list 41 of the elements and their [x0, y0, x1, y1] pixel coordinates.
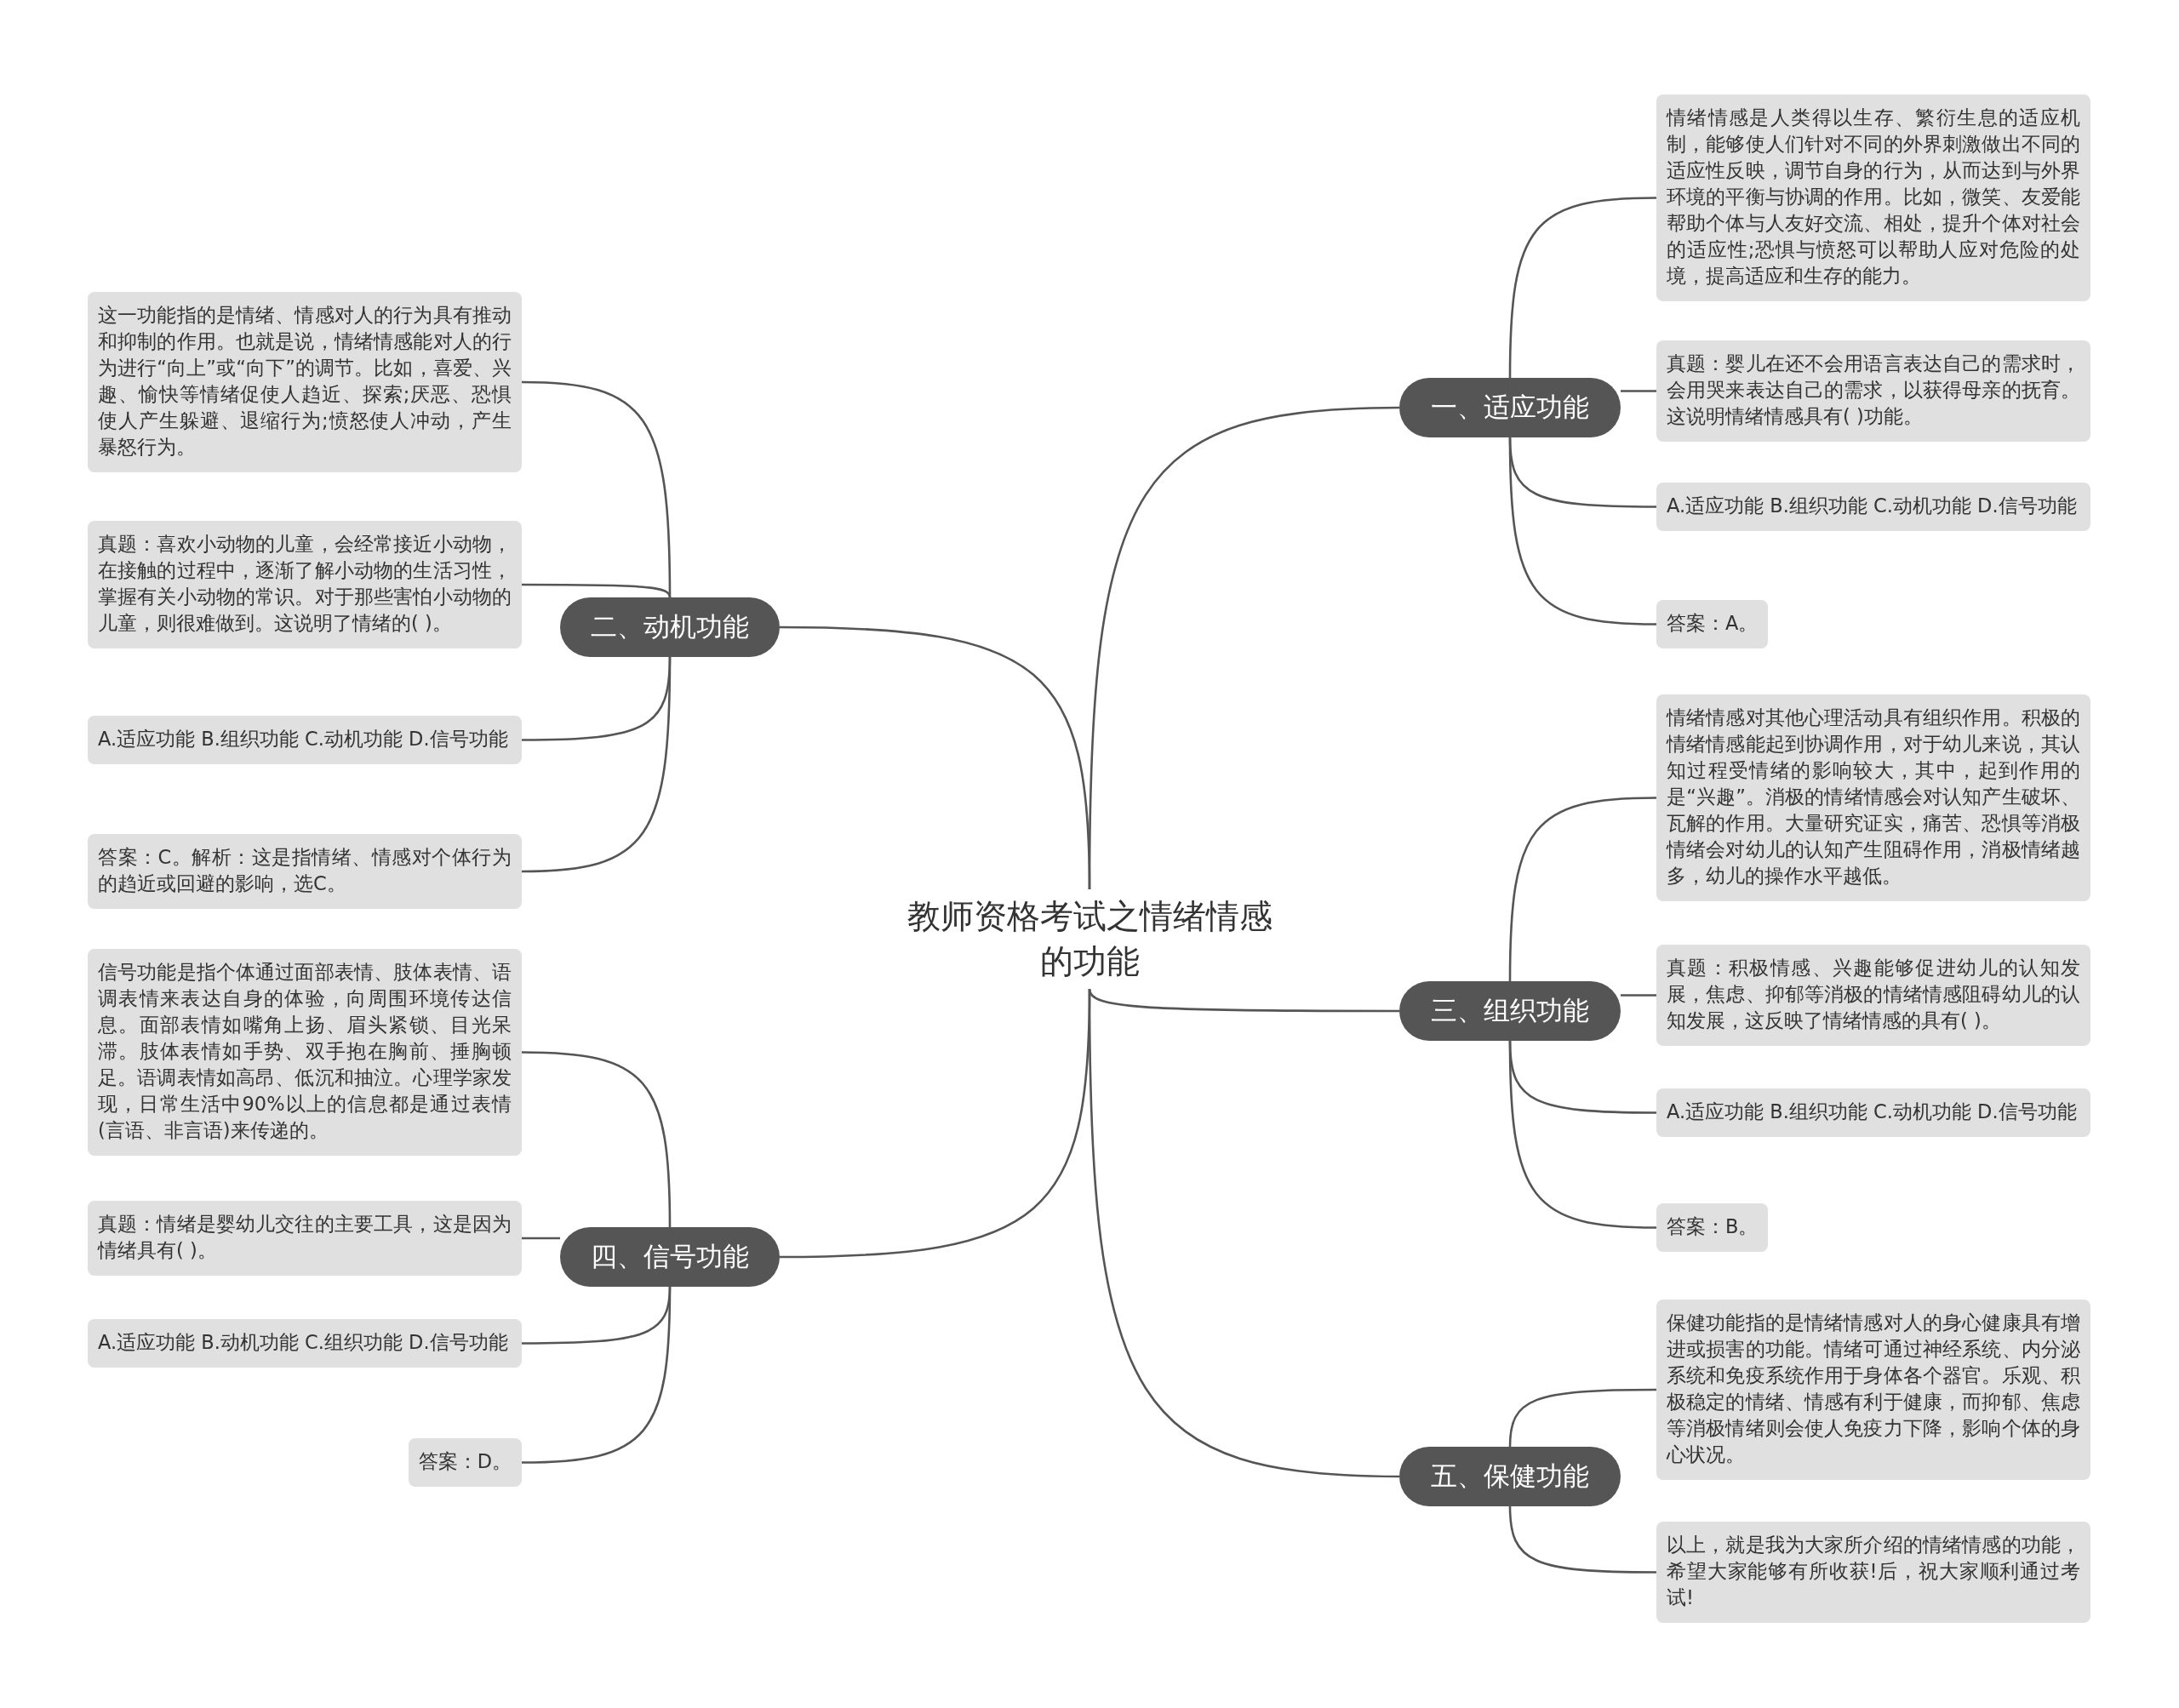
- connector-line: [1508, 1388, 1656, 1448]
- branch-topic: 四、信号功能: [560, 1227, 780, 1287]
- branch-topic: 二、动机功能: [560, 597, 780, 657]
- note-card: 保健功能指的是情绪情感对人的身心健康具有增进或损害的功能。情绪可通过神经系统、内分泌系统和免疫系统作用于身体各个器官。乐观、积极稳定的情绪、情感有利于健康，而抑郁、焦虑等消极情绪则会使人免疫力下降，影响个体的身心状况。: [1656, 1300, 2090, 1480]
- connector-line: [522, 583, 672, 598]
- note-card: 以上，就是我为大家所介绍的情绪情感的功能，希望大家能够有所收获!后，祝大家顺利通过考试!: [1656, 1522, 2090, 1623]
- note-card: 真题：喜欢小动物的儿童，会经常接近小动物，在接触的过程中，逐渐了解小动物的生活习性，掌握有关小动物的常识。对于那些害怕小动物的儿童，则很难做到。这说明了情绪的( )。: [88, 521, 522, 648]
- note-card: 答案：A。: [1656, 600, 1769, 648]
- note-card: A.适应功能 B.动机功能 C.组织功能 D.信号功能: [88, 1319, 522, 1368]
- branch-topic: 一、适应功能: [1399, 378, 1621, 437]
- note-card: 真题：婴儿在还不会用语言表达自己的需求时，会用哭来表达自己的需求，以获得母亲的抚育。这说明情绪情感具有( )功能。: [1656, 340, 2090, 442]
- connector-line: [1508, 797, 1657, 981]
- connector-line: [521, 1051, 672, 1227]
- connector-line: [1621, 994, 1656, 997]
- note-card: A.适应功能 B.组织功能 C.动机功能 D.信号功能: [1656, 483, 2090, 531]
- note-card: 真题：情绪是婴幼儿交往的主要工具，这是因为情绪具有( )。: [88, 1201, 522, 1276]
- branch-topic: 五、保健功能: [1399, 1447, 1621, 1506]
- connector-line: [1088, 989, 1400, 1478]
- note-card: A.适应功能 B.组织功能 C.动机功能 D.信号功能: [88, 716, 522, 764]
- central-topic: 教师资格考试之情绪情感的功能: [889, 889, 1290, 990]
- note-card: 情绪情感是人类得以生存、繁衍生息的适应机制，能够使人们针对不同的外界刺激做出不同的适应性反映，调节自身的行为，从而达到与外界环境的平衡与协调的作用。比如，微笑、友爱能帮助个体与人友好交流、相处，提升个体对社会的适应性;恐惧与愤怒可以帮助人应对危险的处境，提高适应和生存的能力。: [1656, 94, 2090, 301]
- connector-line: [522, 1237, 560, 1240]
- connector-line: [1508, 1041, 1657, 1229]
- note-card: 情绪情感对其他心理活动具有组织作用。积极的情绪情感能起到协调作用，对于幼儿来说，其认知过程受情绪的影响较大，其中，起到作用的是“兴趣”。消极的情绪情感会对认知产生破坏、瓦解的作用。大量研究证实，痛苦、恐惧等消极情绪会对幼儿的认知产生阻碍作用，消极情绪越多，幼儿的操作水平越低。: [1656, 694, 2090, 901]
- note-card: 答案：D。: [408, 1438, 522, 1487]
- connector-line: [1508, 437, 1657, 626]
- note-card: A.适应功能 B.组织功能 C.动机功能 D.信号功能: [1656, 1088, 2090, 1137]
- connector-line: [1088, 988, 1399, 1013]
- connector-line: [521, 657, 672, 873]
- connector-line: [1508, 1505, 1656, 1574]
- note-card: 答案：B。: [1656, 1203, 1769, 1252]
- connector-line: [521, 1287, 672, 1464]
- note-card: 真题：积极情感、兴趣能够促进幼儿的认知发展，焦虑、抑郁等消极的情绪情感阻碍幼儿的认知发展，这反映了情绪情感的具有( )。: [1656, 945, 2090, 1046]
- connector-line: [1508, 197, 1657, 378]
- note-card: 这一功能指的是情绪、情感对人的行为具有推动和抑制的作用。也就是说，情绪情感能对人的行为进行“向上”或“向下”的调节。比如，喜爱、兴趣、愉快等情绪促使人趋近、探索;厌恶、恐惧使人产生躲避、退缩行为;愤怒使人冲动，产生暴怒行为。: [88, 292, 522, 472]
- branch-topic: 三、组织功能: [1399, 981, 1621, 1041]
- connector-line: [521, 380, 672, 597]
- note-card: 信号功能是指个体通过面部表情、肢体表情、语调表情来表达自身的体验，向周围环境传达信息。面部表情如嘴角上扬、眉头紧锁、目光呆滞。肢体表情如手势、双手抱在胸前、捶胸顿足。语调表情如高昂、低沉和抽泣。心理学家发现，日常生活中90%以上的信息都是通过表情(言语、非言语)来传递的。: [88, 949, 522, 1156]
- note-card: 答案：C。解析：这是指情绪、情感对个体行为的趋近或回避的影响，选C。: [88, 834, 522, 909]
- connector-line: [1621, 390, 1656, 392]
- connector-line: [780, 626, 1091, 890]
